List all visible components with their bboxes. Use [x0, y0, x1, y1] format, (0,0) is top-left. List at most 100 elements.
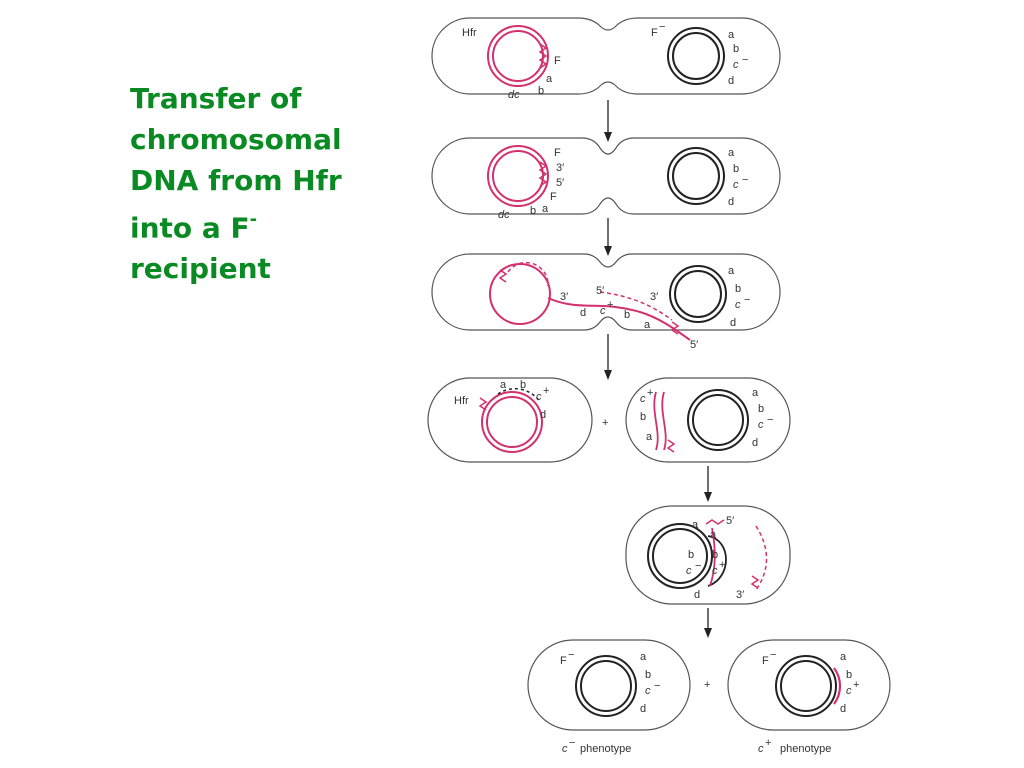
outcome-2-chromosome-inner — [780, 660, 832, 712]
stage-3-donor-synthesis — [599, 291, 673, 321]
stage-2-recipient-outer — [667, 147, 725, 205]
outcome-2-f-minus: F — [762, 655, 769, 667]
stage-4-separation: Hfr a b c + d + c + b a a b c − d — [427, 377, 791, 463]
stage-1-recipient-gene-d: d — [728, 75, 734, 87]
stage-4-donor-fragment-complement — [661, 391, 667, 451]
stage-4-recipient-gene-b: b — [758, 403, 764, 415]
stage-2-gene-a: a — [542, 203, 549, 215]
stage-2-recipient-inner — [672, 152, 720, 200]
stage-4-fragment-gene-c-sup: + — [647, 387, 653, 399]
arrow-4-head — [704, 492, 712, 502]
stage-4-donor-cell — [427, 377, 593, 463]
stage-5-gene-c-plus-sup: + — [719, 559, 725, 571]
stage-2-hfr-outer — [487, 145, 549, 207]
outcome-2-gene-d: d — [840, 703, 846, 715]
recipient-chromosome-inner — [672, 32, 720, 80]
stage-2-nick-site — [538, 161, 548, 187]
stage-3-recipient-gene-b: b — [735, 283, 741, 295]
stage-4-gene-c-sup: + — [543, 385, 549, 397]
stage-2-recipient-gene-b: b — [733, 163, 739, 175]
stage-1-recipient-gene-c: c — [733, 59, 739, 71]
stage-3-recipient-gene-a: a — [728, 265, 735, 277]
stage-2-gene-b: b — [530, 205, 536, 217]
outcome-1-gene-a: a — [640, 651, 647, 663]
stage-5-gene-d: d — [694, 589, 700, 601]
stage-4-fragment-gene-b: b — [640, 411, 646, 423]
stage-2-five-prime: 5′ — [556, 177, 564, 189]
stage-2-recipient-gene-a: a — [728, 147, 735, 159]
outcome-2-recombinant-segment — [833, 667, 842, 705]
outcome-1-gene-c-sup: − — [654, 680, 660, 692]
stage-1-recipient-gene-a: a — [728, 29, 735, 41]
stage-4-recipient-gene-a: a — [752, 387, 759, 399]
stage-2-recipient-gene-d: d — [728, 196, 734, 208]
outcome-2-gene-c-sup: + — [853, 679, 859, 691]
stage-5-gene-a-outer: a — [692, 519, 699, 531]
phenotype-minus-c: c — [562, 743, 568, 755]
stage-5-donor-insert — [709, 527, 716, 587]
stage-3-transfer: 3′ 5′ 3′ d c + b a 5′ a b c − d — [431, 253, 781, 351]
stage-3-recipient-gene-d: d — [730, 317, 736, 329]
stage-3-recipient-outer — [669, 265, 727, 323]
stage-4-recipient-cell — [625, 377, 791, 463]
stage-4-origin — [478, 397, 488, 411]
stage-5-fragment-end — [750, 575, 760, 589]
arrow-1-head — [604, 132, 612, 142]
stage-4-plus-sign: + — [602, 417, 608, 429]
outcome-2-gene-a: a — [840, 651, 847, 663]
stage-4-fragment-gene-a: a — [646, 431, 653, 443]
stage-3-recipient-gene-c-sup: − — [744, 294, 750, 306]
stage-5-gene-b-donor: b — [712, 549, 718, 561]
stage-2-f-top: F — [554, 147, 561, 159]
hfr-chromosome-outer — [487, 25, 549, 87]
stage-6-outcomes: F − a b c − d + F − a b c + d c − phenot… — [527, 639, 891, 755]
stage-2-three-prime: 3′ — [556, 162, 564, 174]
phenotype-plus-c: c — [758, 743, 764, 755]
stage-3-gene-b: b — [624, 309, 630, 321]
stage-4-fragment-gene-c: c — [640, 393, 646, 405]
stage-1-f-minus-sup: − — [659, 21, 665, 33]
stage-5-crossover-loop — [707, 535, 727, 587]
stage-2-cell-pair — [431, 137, 781, 215]
outcome-1-chromosome-inner — [580, 660, 632, 712]
outcome-c-minus-cell — [527, 639, 691, 731]
stage-1-f-minus-label: F — [651, 27, 658, 39]
stage-3-gene-d: d — [580, 307, 586, 319]
outcome-2-chromosome-outer — [775, 655, 837, 717]
stage-6-plus-sign: + — [704, 679, 710, 691]
stage-2-recipient-gene-c: c — [733, 179, 739, 191]
stage-3-five-prime-end: 5′ — [690, 339, 698, 351]
outcome-1-gene-c: c — [645, 685, 651, 697]
stage-4-gene-d: d — [540, 409, 546, 421]
stage-2-gene-dc: dc — [498, 209, 510, 221]
stage-4-hfr-label: Hfr — [454, 395, 469, 407]
arrow-5-head — [704, 628, 712, 638]
outcome-1-f-minus: F — [560, 655, 567, 667]
stage-2-recipient-gene-c-sup: − — [742, 174, 748, 186]
stage-5-gene-c-minus-sup: − — [695, 560, 701, 572]
title-tail: recipient — [130, 252, 271, 286]
stage-1-hfr-label: Hfr — [462, 27, 477, 39]
stage-4-recipient-gene-d: d — [752, 437, 758, 449]
title-superscript: - — [249, 209, 258, 230]
stage-1-gene-dc: dc — [508, 89, 520, 101]
stage-3-gene-a: a — [644, 319, 651, 331]
stage-3-origin — [498, 269, 508, 283]
stage-4-donor-fragment — [653, 391, 659, 451]
stage-4-gene-c: c — [536, 391, 542, 403]
stage-1-mating-pair: Hfr F a dc b F − a b c − d — [431, 17, 781, 101]
stage-4-recipient-outer — [687, 389, 749, 451]
stage-3-cell-pair — [431, 253, 781, 331]
stage-3-gene-c-sup: + — [607, 299, 613, 311]
stage-1-recipient-gene-c-sup: − — [742, 54, 748, 66]
stage-5-gene-c-plus: c — [712, 565, 718, 577]
stage-4-recipient-inner — [692, 394, 744, 446]
stage-5-recipient-outer — [647, 523, 713, 589]
stage-4-residual-strand — [497, 387, 541, 403]
stage-3-gene-c: c — [600, 305, 606, 317]
stage-5-recombination: a a 5′ b c − b c + d 3′ — [625, 505, 791, 605]
stage-2-nicking: F 3′ 5′ F a dc b a b c − d — [431, 137, 781, 221]
arrow-2-head — [604, 246, 612, 256]
stage-3-three-prime-recipient: 3′ — [650, 291, 658, 303]
